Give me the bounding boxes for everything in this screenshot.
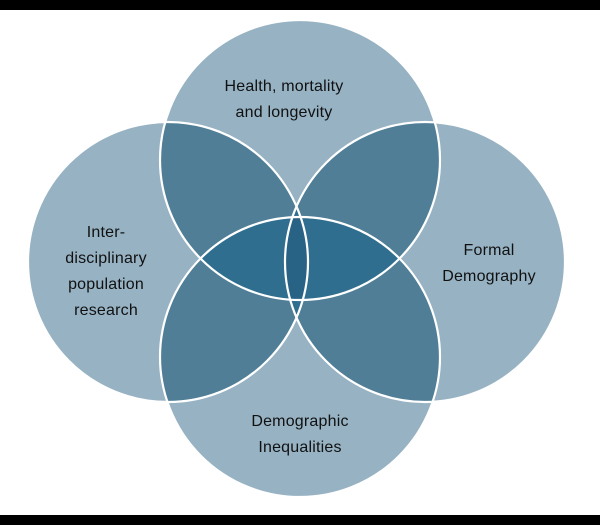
label-line: Health, mortality (224, 78, 344, 95)
label-line: research (74, 302, 138, 319)
circle-right-outline (283, 120, 567, 404)
circle-label-top: Health, mortality and longevity (225, 74, 344, 126)
circle-top-outline (158, 18, 442, 302)
circle-bottom-outline (158, 215, 442, 499)
label-line: disciplinary (65, 250, 147, 267)
circle-label-left: Inter- disciplinary population research (65, 220, 147, 324)
label-line: Inter- (86, 224, 126, 241)
label-line: population (68, 276, 144, 293)
label-line: Formal (463, 242, 515, 259)
label-line: and longevity (235, 104, 333, 121)
label-line: Inequalities (258, 439, 342, 456)
top-border-bar (0, 0, 600, 10)
label-line: Demography (442, 268, 536, 285)
circle-label-bottom: Demographic Inequalities (251, 409, 348, 461)
circle-label-right: Formal Demography (442, 238, 536, 290)
bottom-border-bar (0, 515, 600, 525)
label-line: Demographic (251, 413, 349, 430)
